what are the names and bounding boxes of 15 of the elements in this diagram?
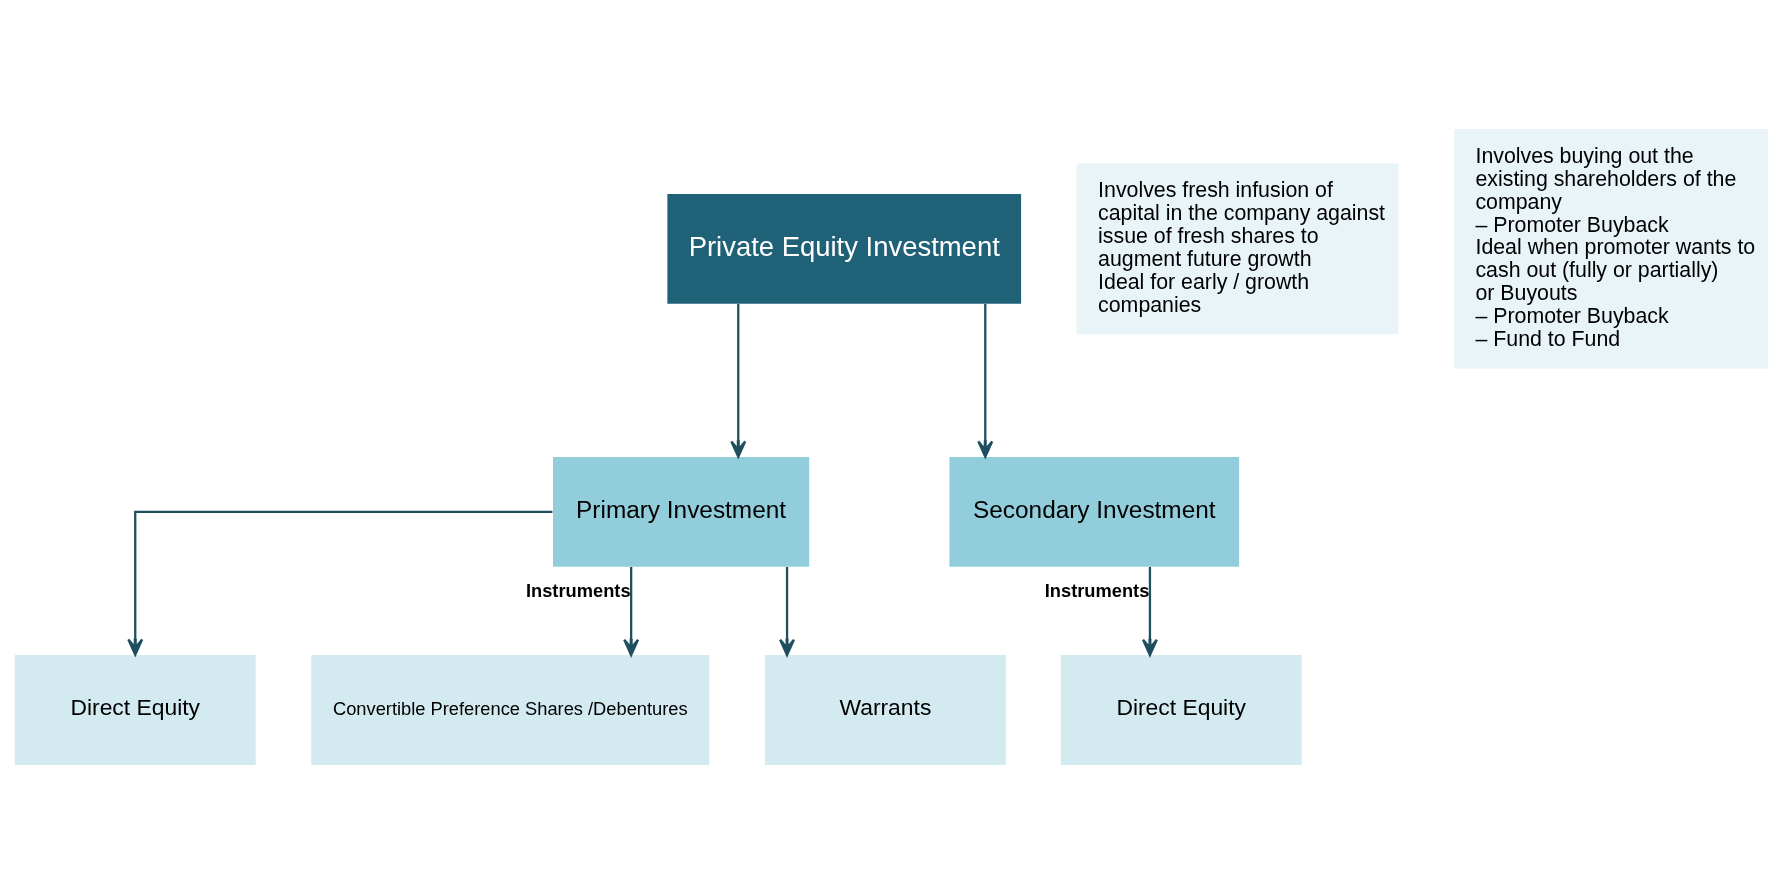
node-box: Convertible Preference Shares /Debentures xyxy=(311,654,710,765)
node-box: Direct Equity xyxy=(14,654,256,765)
arrow xyxy=(127,510,553,656)
node-box: Private Equity Investment xyxy=(667,193,1022,304)
arrow xyxy=(1141,566,1158,656)
arrow xyxy=(730,303,747,458)
node-box: Secondary Investment xyxy=(949,456,1240,567)
arrow xyxy=(779,566,796,656)
edge-label: Instruments xyxy=(1044,579,1150,601)
node-box: Primary Investment xyxy=(553,456,810,567)
arrow xyxy=(977,303,994,458)
arrow xyxy=(623,566,640,656)
node-box: Warrants xyxy=(764,654,1006,765)
node-box: Direct Equity xyxy=(1060,654,1302,765)
edge-label: Instruments xyxy=(525,579,631,601)
